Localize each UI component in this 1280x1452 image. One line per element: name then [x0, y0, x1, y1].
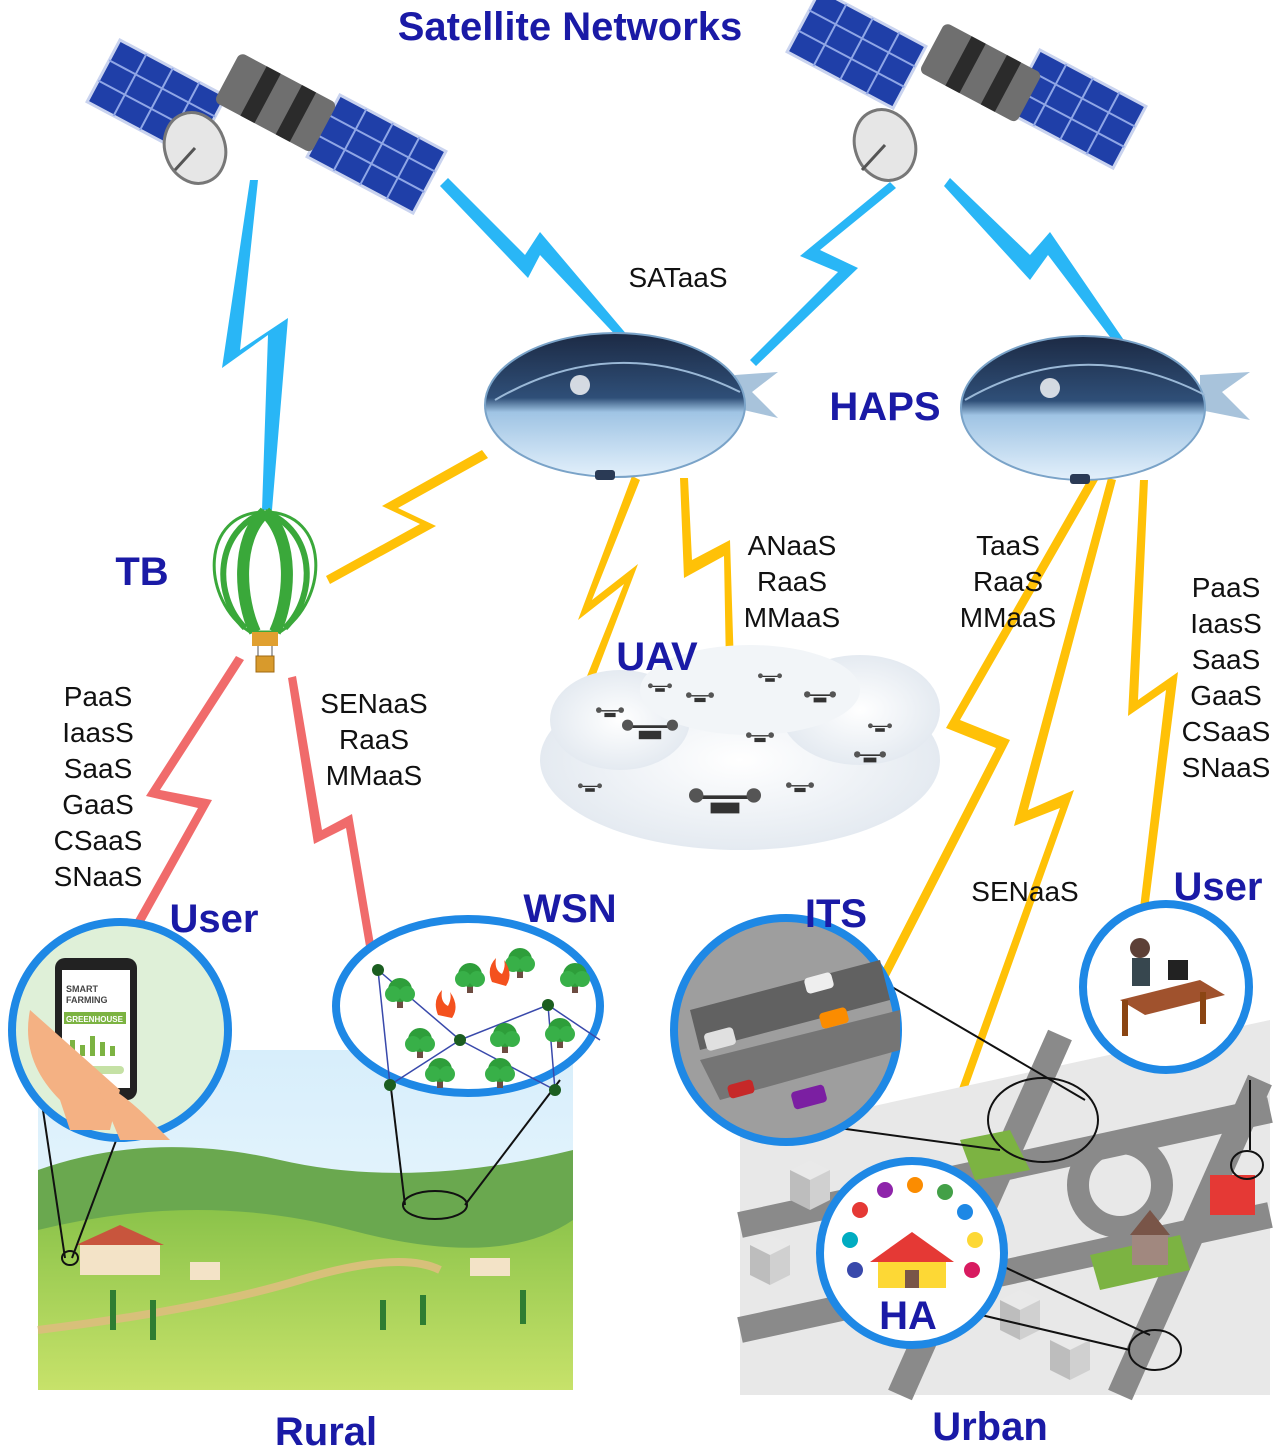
link-haps-uav-a: [578, 476, 640, 690]
sataas-label: SATaaS: [628, 262, 727, 293]
ha-label: HA: [879, 1294, 937, 1338]
haps-user-services: PaaS IaasS SaaS GaaS CSaaS SNaaS: [1182, 572, 1271, 783]
urban-label: Urban: [932, 1405, 1048, 1449]
service-item: SaaS: [64, 753, 133, 784]
service-item: GaaS: [62, 789, 134, 820]
link-satellite-right-haps: [944, 178, 1132, 358]
service-item: PaaS: [64, 681, 133, 712]
service-item: SENaaS: [320, 688, 427, 719]
service-item: RaaS: [757, 566, 827, 597]
satellite-left: [85, 38, 448, 215]
tb-user-services: PaaS IaasS SaaS GaaS CSaaS SNaaS: [54, 681, 143, 892]
senaas-urban-label: SENaaS: [971, 876, 1078, 907]
service-item: IaasS: [62, 717, 134, 748]
link-haps-user: [1128, 480, 1178, 910]
service-item: GaaS: [1190, 680, 1262, 711]
tb-label: TB: [115, 550, 168, 594]
link-haps-satellite-right: [750, 182, 896, 366]
its-label: ITS: [805, 892, 867, 936]
service-item: TaaS: [976, 530, 1040, 561]
service-item: CSaaS: [54, 825, 143, 856]
service-item: MMaaS: [744, 602, 840, 633]
phone-smart-text: SMART: [66, 984, 98, 994]
tb-wsn-services: SENaaS RaaS MMaaS: [320, 688, 427, 791]
ha-circle: [816, 1157, 1008, 1349]
service-item: MMaaS: [326, 760, 422, 791]
service-item: RaaS: [339, 724, 409, 755]
link-haps-tb: [326, 450, 488, 584]
tethered-balloon: [212, 507, 318, 673]
phone-farming-text: FARMING: [66, 995, 108, 1005]
link-tb-wsn: [288, 676, 378, 970]
service-item: SNaaS: [54, 861, 143, 892]
haps-its-services: TaaS RaaS MMaaS: [960, 530, 1056, 633]
service-item: SNaaS: [1182, 752, 1271, 783]
wsn-label: WSN: [523, 887, 616, 931]
service-item: PaaS: [1192, 572, 1261, 603]
service-item: IaasS: [1190, 608, 1262, 639]
haps-uav-services: ANaaS RaaS MMaaS: [744, 530, 840, 633]
user-rural-circle: SMART FARMING GREENHOUSE: [8, 918, 232, 1142]
uav-swarm-cloud: [540, 645, 940, 850]
satellite-links: [222, 178, 1132, 510]
service-item: RaaS: [973, 566, 1043, 597]
user-right-label: User: [1174, 865, 1263, 909]
haps-right: [960, 335, 1250, 484]
service-item: MMaaS: [960, 602, 1056, 633]
diagram-title: Satellite Networks: [398, 5, 743, 49]
user-left-label: User: [170, 897, 259, 941]
rural-label: Rural: [275, 1410, 377, 1452]
wsn-circle: [332, 915, 604, 1097]
service-item: ANaaS: [748, 530, 837, 561]
service-item: SaaS: [1192, 644, 1261, 675]
link-satellite-haps-left: [440, 178, 628, 342]
satellite-right: [785, 0, 1148, 182]
phone-greenhouse-text: GREENHOUSE: [66, 1015, 124, 1024]
haps-left: [484, 332, 778, 480]
haps-label: HAPS: [829, 385, 940, 429]
uav-label: UAV: [616, 635, 698, 679]
tb-links: [116, 656, 378, 970]
its-circle: [670, 914, 902, 1146]
link-haps-its: [874, 476, 1098, 990]
user-urban-circle: [1079, 900, 1253, 1074]
service-item: CSaaS: [1182, 716, 1271, 747]
link-haps-ha: [924, 478, 1116, 1188]
link-satellite-tb: [222, 180, 288, 510]
